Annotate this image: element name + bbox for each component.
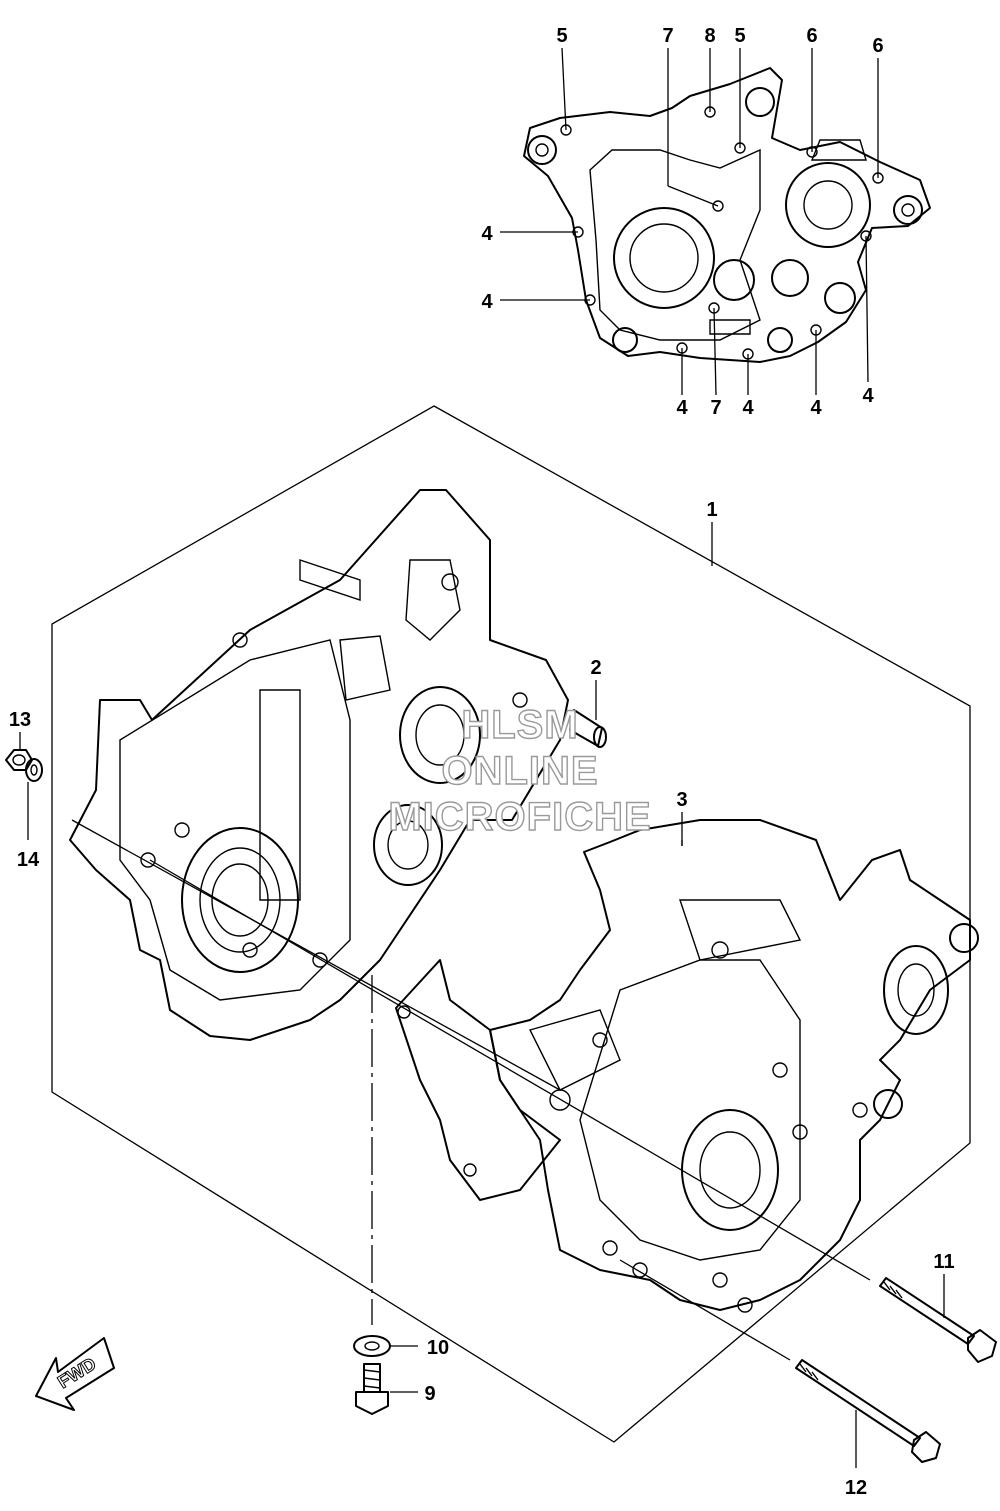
callout-14: 14 [17, 849, 40, 871]
crankcase-inner-view [523, 67, 931, 363]
callout-4d: 4 [742, 397, 754, 419]
callout-12: 12 [845, 1477, 867, 1499]
callout-6a: 6 [806, 25, 817, 47]
callout-4f: 4 [862, 385, 874, 407]
callout-4e: 4 [810, 397, 822, 419]
bolt-9 [355, 1363, 389, 1415]
nut-13 [5, 749, 33, 771]
crankcase-gasket [395, 959, 561, 1201]
assembly-outline-1 [51, 405, 971, 1443]
watermark: HLSM ONLINE MICROFICHE [388, 702, 652, 839]
watermark-line-3: MICROFICHE [388, 795, 651, 839]
assembly-callouts: 1 2 3 13 14 10 9 11 12 [9, 499, 955, 1499]
fwd-arrow-icon: FWD [35, 1337, 115, 1411]
callout-11: 11 [933, 1251, 954, 1273]
callout-7a: 7 [662, 25, 673, 47]
top-view-leader-lines [500, 47, 879, 396]
top-callouts: 5 7 8 5 6 6 4 4 4 7 4 4 4 [481, 25, 883, 419]
watermark-line-2: ONLINE [441, 749, 598, 793]
callout-10: 10 [427, 1337, 449, 1359]
callout-6b: 6 [872, 35, 883, 57]
callout-7b: 7 [710, 397, 721, 419]
callout-8: 8 [704, 25, 715, 47]
right-crankcase-half [489, 819, 979, 1313]
callout-1: 1 [706, 499, 717, 521]
callout-4c: 4 [676, 397, 688, 419]
callout-5a: 5 [556, 25, 567, 47]
washer-10 [353, 1335, 391, 1357]
callout-3: 3 [676, 789, 687, 811]
callout-4b: 4 [481, 291, 493, 313]
washer-14 [25, 758, 43, 782]
alignment-lines [71, 819, 871, 1361]
callout-5b: 5 [734, 25, 745, 47]
callout-9: 9 [424, 1383, 435, 1405]
dowel-pin-2 [569, 709, 607, 748]
callout-4a: 4 [481, 223, 493, 245]
watermark-line-1: HLSM [461, 703, 578, 747]
callout-2: 2 [590, 657, 601, 679]
bolt-12 [795, 1359, 941, 1463]
callout-13: 13 [9, 709, 31, 731]
bolt-11 [879, 1277, 997, 1363]
left-crankcase-half [69, 489, 569, 1041]
